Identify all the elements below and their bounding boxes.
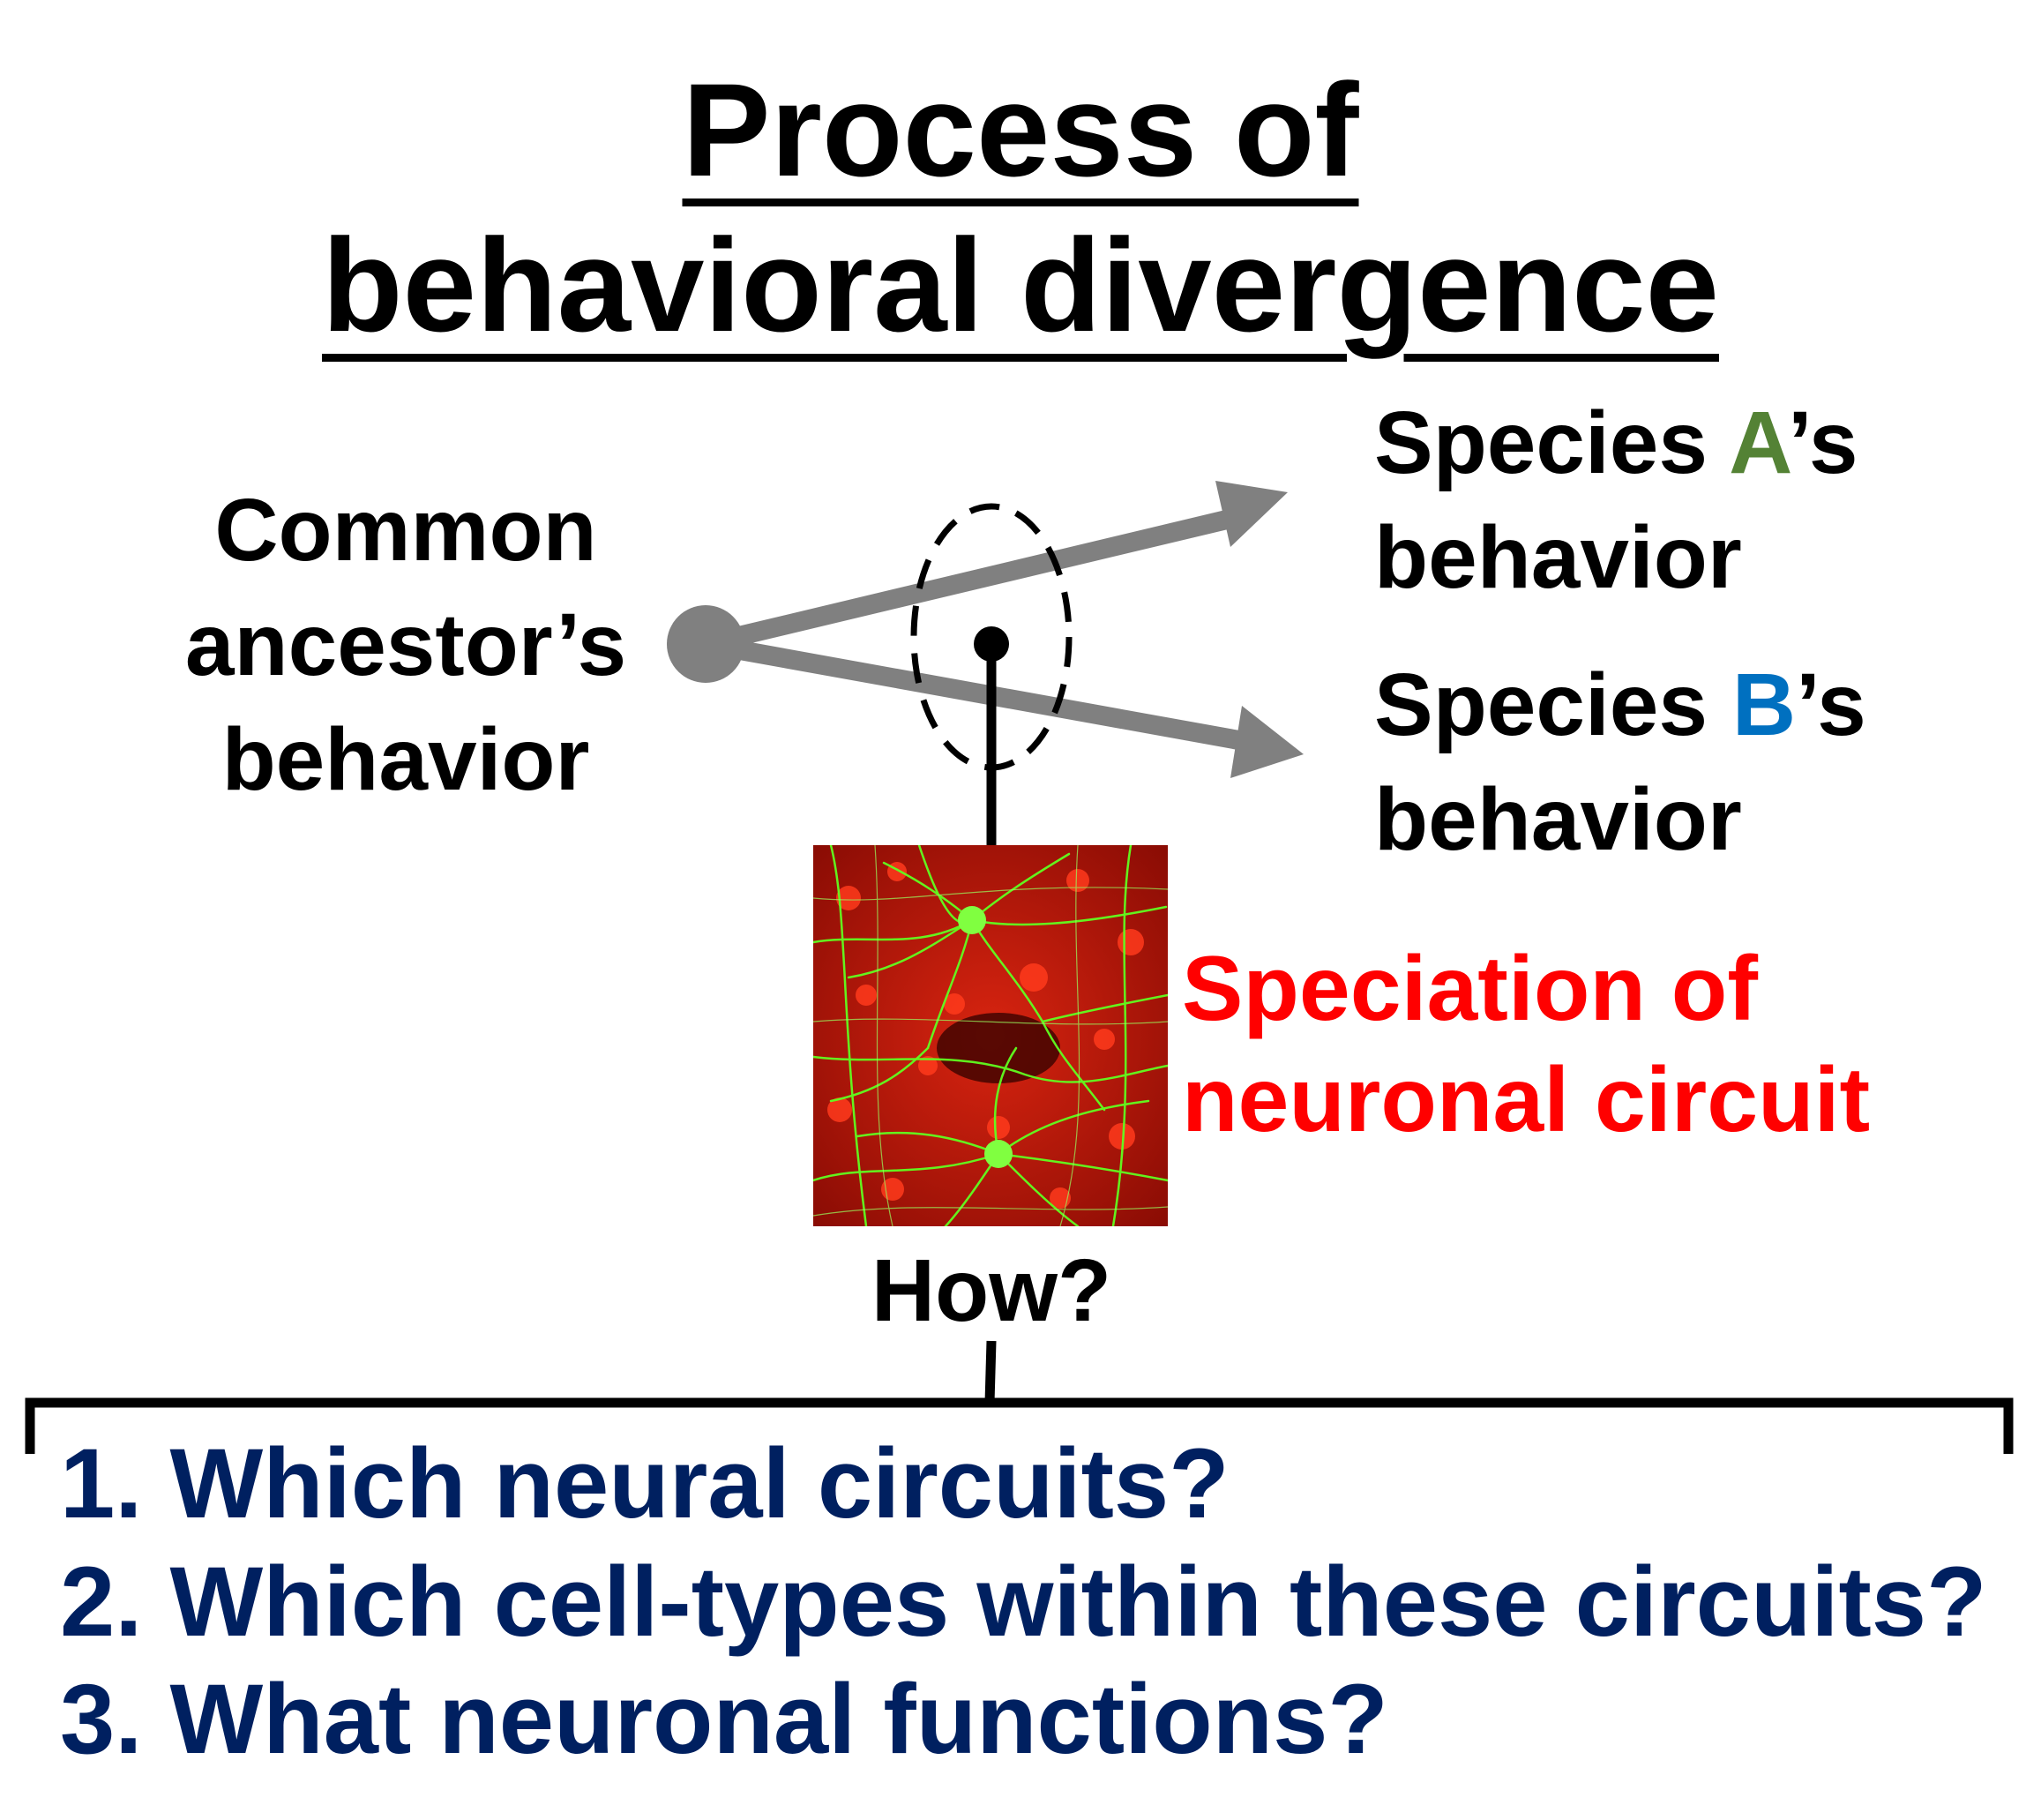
speciation-label: Speciation of neuronal circuit: [1182, 933, 1870, 1156]
question-2: 2. Which cell-types within these circuit…: [60, 1547, 1987, 1657]
arrow-head-b: [1230, 706, 1304, 778]
neuron-micrograph: [813, 845, 1168, 1226]
speciation-line-1: Speciation of: [1182, 938, 1758, 1040]
how-label: How?: [871, 1241, 1112, 1340]
species-b-prefix: Species: [1374, 655, 1732, 754]
ancestor-line-2: ancestor’s: [184, 595, 627, 694]
species-a-letter: A: [1729, 393, 1788, 492]
species-a-prefix: Species: [1374, 393, 1730, 492]
ancestor-node: [667, 605, 744, 683]
ancestor-label: Common ancestor’s behavior: [123, 473, 688, 817]
question-3: 3. What neuronal functions?: [60, 1664, 1388, 1774]
species-b-suffix: ’s: [1796, 655, 1866, 754]
arrow-shaft-a: [703, 509, 1233, 654]
species-b-letter: B: [1731, 655, 1797, 754]
bracket-stem: [984, 1340, 997, 1404]
species-a-suffix: ’s: [1787, 393, 1858, 492]
species-b-line-2: behavior: [1374, 770, 1742, 869]
ancestor-line-1: Common: [214, 481, 597, 580]
species-a-line-1: Species A’s: [1374, 386, 1858, 500]
bracket: [25, 1397, 2014, 1454]
question-1: 1. Which neural circuits?: [60, 1428, 1230, 1539]
title-text-1: Process of: [682, 56, 1359, 204]
species-a-line-2: behavior: [1374, 508, 1742, 607]
arrow-head-a: [1215, 481, 1288, 547]
title-text-2: behavioral divergence: [321, 211, 1719, 359]
species-b-line-1: Species B’s: [1374, 648, 1866, 762]
arrow-shaft-b: [704, 634, 1245, 751]
ancestor-line-3: behavior: [221, 710, 590, 809]
title-line-2: behavioral divergence: [0, 210, 2041, 360]
species-a-label: Species A’s behavior: [1374, 386, 1858, 615]
neuron-micrograph-art: [813, 845, 1168, 1226]
species-b-label: Species B’s behavior: [1374, 648, 1866, 877]
title-line-1: Process of: [0, 55, 2041, 205]
speciation-line-2: neuronal circuit: [1182, 1049, 1871, 1151]
